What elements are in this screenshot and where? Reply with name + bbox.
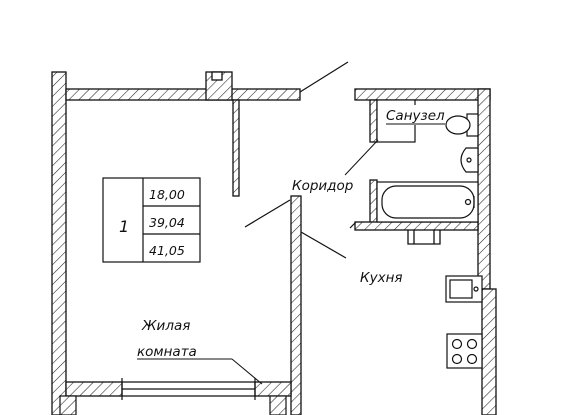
rooms-count: 1 <box>119 217 129 236</box>
area-table <box>102 177 201 263</box>
window-bottom <box>59 378 287 415</box>
leader-corridor <box>344 139 379 176</box>
wall-living-kitchen <box>290 195 302 415</box>
wall-top-living <box>65 88 301 101</box>
partition-bath-left <box>369 99 378 143</box>
partition-living <box>232 99 240 197</box>
wall-bottom-bathroom <box>354 221 479 231</box>
kitchen-stove <box>446 333 483 369</box>
wall-top-bathroom <box>354 88 491 101</box>
wall-left <box>51 71 67 415</box>
living-area-value: 18,00 <box>149 187 185 202</box>
washbasin <box>460 147 479 173</box>
door-lines <box>244 61 357 259</box>
toilet <box>445 113 479 137</box>
label-kitchen: Кухня <box>360 270 403 286</box>
wall-right-lower <box>481 288 497 415</box>
kitchen-sink <box>445 275 483 303</box>
partition-bath-left-2 <box>369 179 378 227</box>
total-area-value: 39,04 <box>149 215 185 230</box>
bathtub <box>376 181 479 223</box>
walls <box>51 71 497 415</box>
label-living-line2: комната <box>137 344 197 360</box>
label-bathroom: Санузел <box>386 108 445 124</box>
label-living-line1: Жилая <box>141 318 190 334</box>
total-area-balcony-value: 41,05 <box>149 243 185 258</box>
leader-living-2 <box>231 358 263 385</box>
wall-bottom-right <box>254 381 292 397</box>
bath-step <box>407 230 441 245</box>
wall-right <box>477 88 491 290</box>
label-corridor: Коридор <box>292 178 353 194</box>
wall-bottom-left <box>65 381 123 397</box>
